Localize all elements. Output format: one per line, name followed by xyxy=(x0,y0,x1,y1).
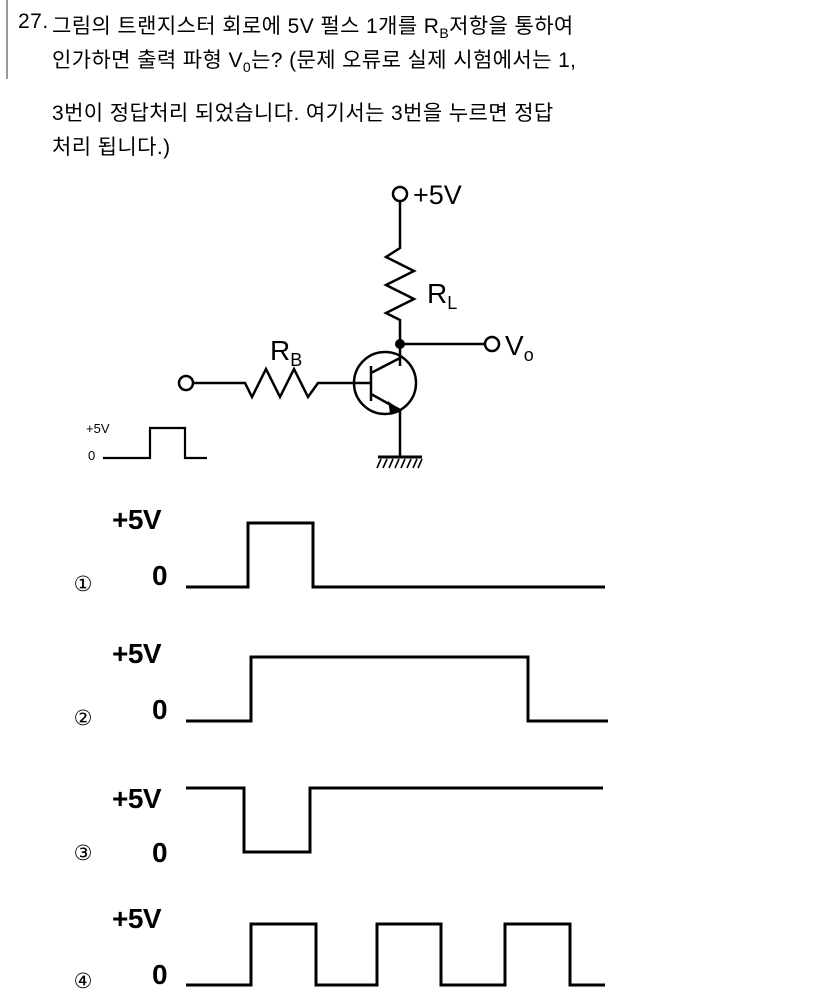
question-line-2-post: 는? (문제 오류로 실제 시험에서는 1, xyxy=(251,49,577,72)
option-3-waveform xyxy=(186,786,603,854)
base-resistor-symbol xyxy=(238,366,330,400)
question-line-1: 그림의 트랜지스터 회로에 5V 펄스 1개를 RB저항을 통하여 xyxy=(52,10,574,41)
option-marker-3[interactable]: ③ xyxy=(73,842,93,865)
input-terminal-icon xyxy=(177,374,195,392)
question-line-2-pre: 인가하면 출력 파형 V xyxy=(52,49,243,72)
input-pulse-waveform xyxy=(103,426,207,460)
input-wave-high-label: +5V xyxy=(86,421,110,436)
question-line-4: 처리 됩니다.) xyxy=(52,131,170,161)
transistor-collector-diagonal xyxy=(370,356,401,375)
load-resistor-label: RL xyxy=(427,278,457,313)
option-4-low-label: 0 xyxy=(152,959,168,990)
option-1-low-label: 0 xyxy=(152,560,168,591)
answer-option-3[interactable]: ③ +5V 0 xyxy=(0,763,826,893)
question-number: 27. xyxy=(18,10,49,33)
ground-symbol xyxy=(376,458,423,469)
supply-label: +5V xyxy=(413,180,462,210)
base-resistor-label: RB xyxy=(270,335,302,370)
supply-terminal-icon xyxy=(391,185,409,203)
option-marker-2[interactable]: ② xyxy=(73,707,93,730)
output-sub: o xyxy=(524,345,534,365)
question-line-2: 인가하면 출력 파형 V0는? (문제 오류로 실제 시험에서는 1, xyxy=(52,44,576,75)
option-4-high-label: +5V xyxy=(112,903,162,934)
question-line-2-sub: 0 xyxy=(242,59,252,76)
option-2-wave-path xyxy=(186,655,608,723)
load-resistor-symbol xyxy=(383,240,417,344)
option-2-low-label: 0 xyxy=(152,694,168,725)
option-3-wave-path xyxy=(186,786,603,854)
transistor-emitter-arrow-icon xyxy=(388,401,400,413)
base-resistor-sub: B xyxy=(290,350,302,370)
transistor-circuit-diagram: +5V RL Vo xyxy=(0,170,600,490)
circuit-svg: +5V RL Vo xyxy=(86,180,534,469)
question-line-4-pre: 처리 됩니다.) xyxy=(52,136,171,159)
output-terminal-icon xyxy=(483,335,501,353)
question-line-1-post: 저항을 통하여 xyxy=(449,15,574,38)
option-1-wave-path xyxy=(186,521,605,589)
option-1-waveform xyxy=(186,521,605,589)
answer-option-4[interactable]: ④ +5V 0 xyxy=(0,893,826,1004)
answer-option-1[interactable]: ① +5V 0 xyxy=(0,498,826,628)
output-label: Vo xyxy=(505,330,534,365)
option-2-high-label: +5V xyxy=(112,638,162,669)
input-wave-low-label: 0 xyxy=(88,448,95,463)
option-marker-1[interactable]: ① xyxy=(73,573,93,596)
option-4-waveform xyxy=(186,922,605,987)
option-4-wave-path xyxy=(186,922,605,987)
option-3-low-label: 0 xyxy=(152,837,168,868)
question-line-1-pre: 그림의 트랜지스터 회로에 5V 펄스 1개를 R xyxy=(52,15,440,38)
option-3-high-label: +5V xyxy=(112,783,162,814)
load-resistor-sub: L xyxy=(447,293,457,313)
answer-option-2[interactable]: ② +5V 0 xyxy=(0,630,826,760)
left-margin-rule xyxy=(6,0,8,79)
question-line-3: 3번이 정답처리 되었습니다. 여기서는 3번을 누르면 정답 xyxy=(52,97,554,127)
option-marker-4[interactable]: ④ xyxy=(73,970,93,993)
option-1-high-label: +5V xyxy=(112,504,162,535)
question-line-1-sub: B xyxy=(439,25,450,42)
question-line-3-pre: 3번이 정답처리 되었습니다. 여기서는 3번을 누르면 정답 xyxy=(52,102,554,125)
option-2-waveform xyxy=(186,655,608,723)
